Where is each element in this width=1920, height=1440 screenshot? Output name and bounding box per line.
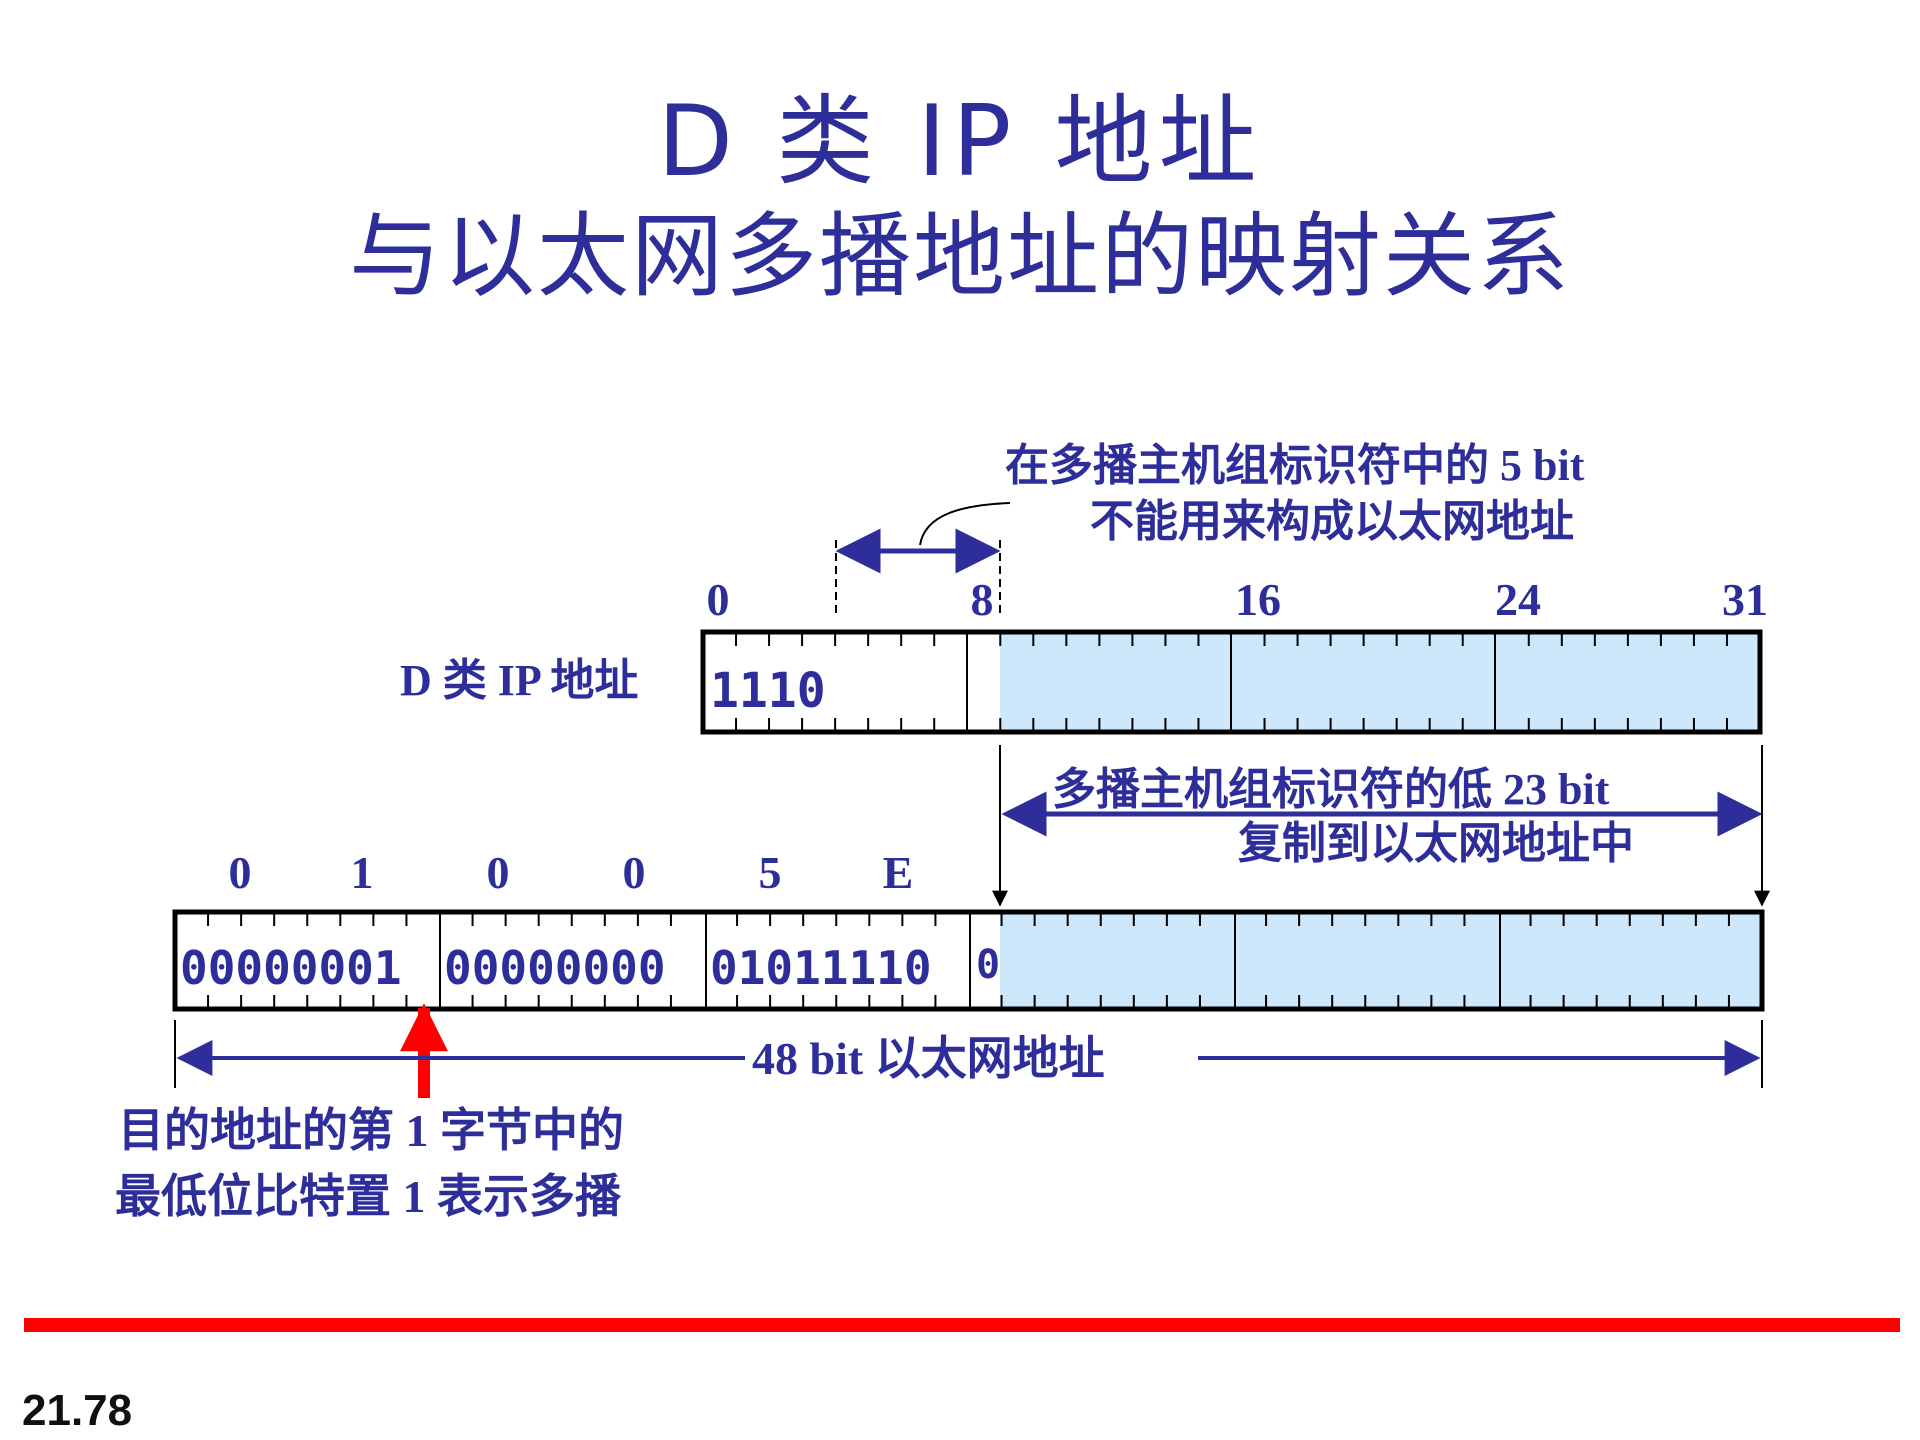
ethernet-bit-after: 0 [976, 942, 1000, 988]
ethernet-byte-3-bits: 01011110 [710, 941, 932, 995]
ethernet-shaded-region [1000, 912, 1762, 1009]
bit-marker-8: 8 [971, 574, 994, 625]
multicast-note-line-2: 最低位比特置 1 表示多播 [115, 1171, 622, 1222]
ip-address-label: D 类 IP 地址 [400, 656, 638, 705]
hex-digit-3: 0 [623, 847, 646, 898]
ip-shaded-region [1000, 632, 1760, 732]
unused-bits-note-leader [919, 502, 1011, 546]
bit-marker-16: 16 [1235, 574, 1281, 625]
ip-address-box [700, 629, 1763, 735]
bit-marker-24: 24 [1495, 574, 1541, 625]
hex-digit-2: 0 [487, 847, 510, 898]
page-number: 21.78 [22, 1386, 133, 1435]
slide-title-line-1: D 类 IP 地址 [657, 85, 1263, 199]
bit-marker-31: 31 [1722, 574, 1768, 625]
unused-bits-note-line-2: 不能用来构成以太网地址 [1090, 497, 1574, 546]
hex-digit-1: 1 [351, 847, 374, 898]
multicast-note-line-1: 目的地址的第 1 字节中的 [118, 1105, 624, 1156]
copied-bits-note-line-1: 多播主机组标识符的低 23 bit [1052, 765, 1610, 814]
slide-title-line-2: 与以太网多播地址的映射关系 [348, 203, 1571, 310]
copied-bits-note-line-2: 复制到以太网地址中 [1238, 819, 1634, 868]
ethernet-byte-2-bits: 00000000 [444, 941, 666, 995]
bit-marker-0: 0 [707, 574, 730, 625]
hex-digit-0: 0 [229, 847, 252, 898]
ethernet-address-box [172, 909, 1765, 1012]
unused-bits-note-line-1: 在多播主机组标识符中的 5 bit [1005, 441, 1585, 490]
hex-digit-4: 5 [759, 847, 782, 898]
ip-prefix-bits: 1110 [710, 663, 826, 719]
ethernet-length-label: 48 bit 以太网地址 [752, 1033, 1105, 1084]
ethernet-byte-1-bits: 00000001 [180, 941, 402, 995]
footer-rule [24, 1318, 1900, 1332]
hex-digit-5: E [883, 847, 914, 898]
